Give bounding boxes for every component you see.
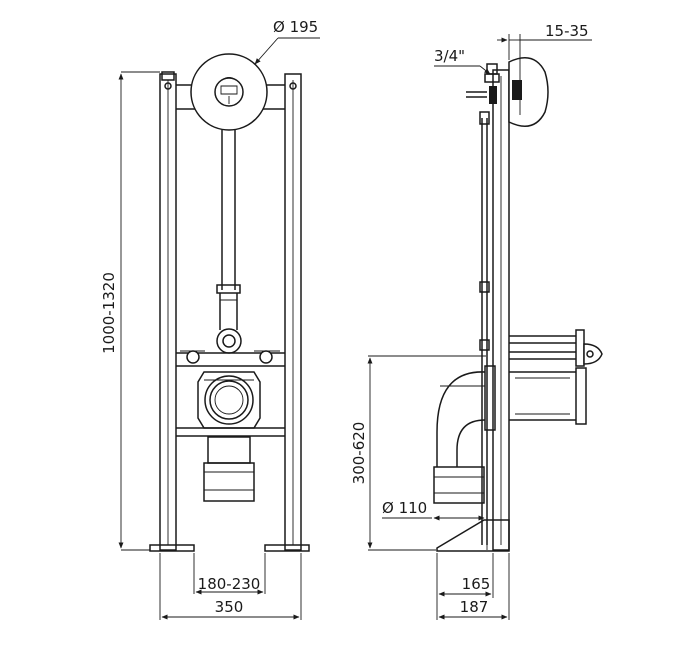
side-outlet-diameter-dimension: Ø 110 — [382, 499, 427, 517]
side-wall-adjust-dimension: 15-35 — [545, 22, 589, 40]
side-flush-plate — [508, 57, 549, 127]
front-height-dimension: 1000-1320 — [100, 272, 118, 354]
front-width-dimension: 350 — [215, 598, 244, 616]
front-flush-plate-diameter: Ø 195 — [273, 18, 318, 36]
side-view: 15-35 3/4" 300-620 Ø 110 165 187 — [350, 22, 603, 620]
side-depth-165-dimension: 165 — [462, 575, 491, 593]
side-supply-dimension: 3/4" — [434, 47, 465, 65]
side-frame-upright — [492, 69, 510, 551]
front-leg-spacing-dimension: 180-230 — [198, 575, 261, 593]
side-outlet-height-dimension: 300-620 — [350, 422, 368, 485]
side-depth-187-dimension: 187 — [460, 598, 489, 616]
front-left-foot — [149, 544, 195, 552]
front-flush-plate — [190, 53, 268, 131]
front-right-upright — [284, 73, 302, 551]
front-right-foot — [264, 544, 310, 552]
front-left-upright — [159, 73, 177, 551]
front-view: 1000-1320 Ø 195 180-230 350 — [100, 18, 320, 620]
